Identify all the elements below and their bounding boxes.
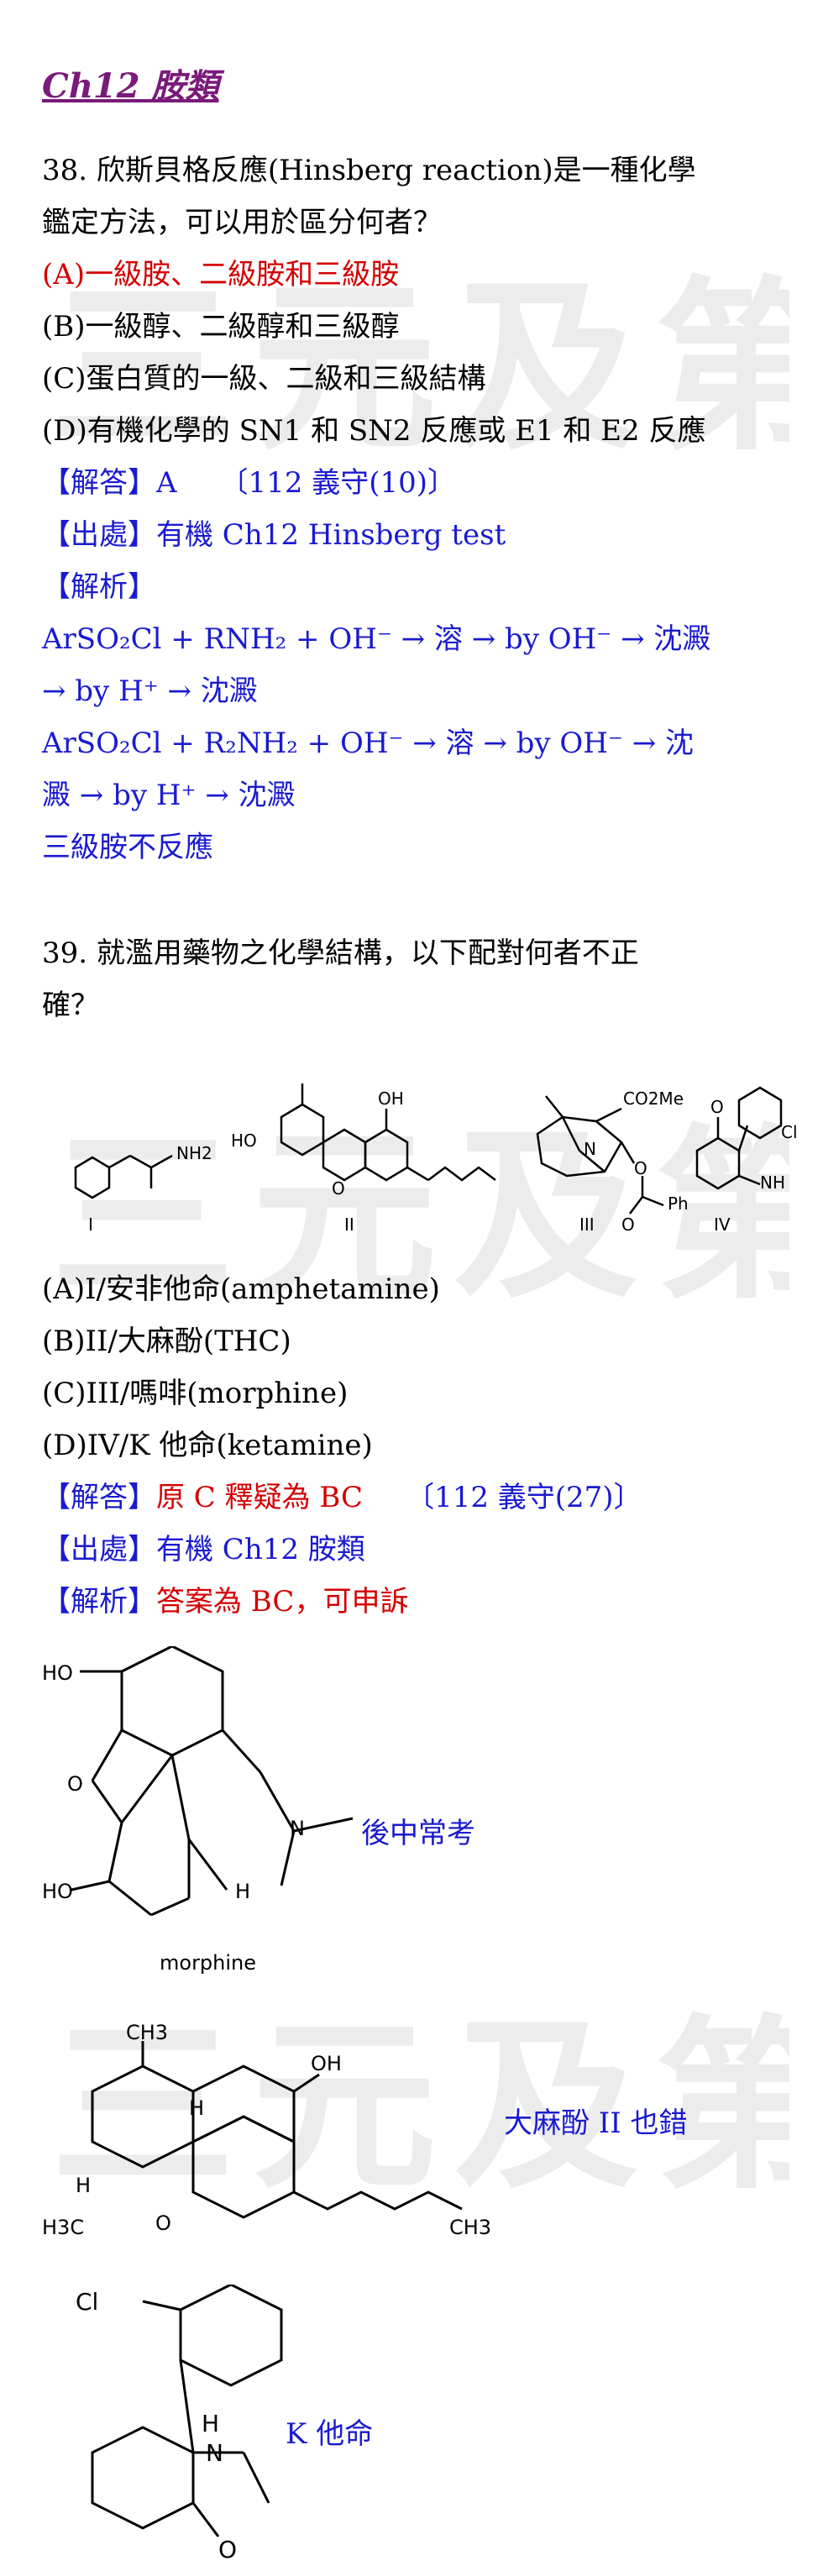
svg-text:Cl: Cl [76,2288,98,2316]
svg-text:Cl: Cl [781,1122,798,1142]
svg-text:N: N [206,2439,223,2467]
watermark: 三元及第 [50,1999,789,2214]
morphine-name: morphine [160,1951,256,1975]
thc-note: 大麻酚 II 也錯 [504,2106,688,2140]
morphine-note: 後中常考 [361,1817,475,1850]
svg-text:O: O [155,2211,171,2235]
q39-stem-line2: 確？ [42,989,99,1022]
struct-label-2: II [344,1215,354,1235]
svg-text:OH: OH [311,2052,342,2075]
svg-text:O: O [67,1772,83,1796]
q39-analysis: 【解析】答案為 BC，可申訴 [42,1581,408,1623]
svg-text:O: O [218,2536,237,2562]
q39-analysis-body: 答案為 BC，可申訴 [156,1585,409,1619]
q38-reaction-1-cont: → by H⁺ → 沈澱 [42,674,258,708]
q39-answer-heading: 【解答】 [42,1481,156,1514]
svg-text:H: H [235,1880,250,1903]
page-title: Ch12 胺類 [42,66,219,106]
svg-text:O: O [332,1178,345,1199]
svg-text:OH: OH [378,1089,404,1109]
svg-text:H: H [76,2174,91,2197]
q39-answer-source: 〔112 義守(27)〕 [420,1481,642,1514]
q38-option-d: (D)有機化學的 SN1 和 SN2 反應或 E1 和 E2 反應 [42,414,706,448]
q39-source: 【出處】有機 Ch12 胺類 [42,1533,365,1566]
struct-label-3: III [579,1215,595,1235]
watermark: 三元及第 [50,1109,789,1324]
struct-label-1: I [88,1215,93,1235]
q38-option-b: (B)一級醇、二級醇和三級醇 [42,310,400,344]
q38-reaction-2-cont: 澱 → by H⁺ → 沈澱 [42,779,296,812]
svg-text:CO2Me: CO2Me [623,1089,684,1109]
svg-text:N: N [290,1817,305,1840]
svg-text:HO: HO [42,1661,73,1685]
q38-answer: 【解答】A 〔112 義守(10)〕 [42,466,457,500]
svg-text:H3C: H3C [42,2216,84,2239]
q39-option-a: (A)I/安非他命(amphetamine) [42,1272,440,1306]
svg-text:NH: NH [760,1173,785,1193]
q39-answer: 【解答】原 C 釋疑為 BC 〔112 義守(27)〕 [42,1477,642,1519]
svg-text:H: H [189,2096,204,2120]
svg-text:HO: HO [42,1880,73,1903]
thc-structure: CH3 OH H H H3C O CH3 [42,2024,491,2239]
q38-analysis-heading: 【解析】 [42,570,156,604]
q39-option-c: (C)III/嗎啡(morphine) [42,1377,349,1410]
svg-text:CH3: CH3 [126,2024,168,2044]
q38-option-c: (C)蛋白質的一級、二級和三級結構 [42,362,486,396]
svg-text:H: H [202,2410,219,2437]
ketamine-structure: Cl H N O [76,2285,283,2562]
ketamine-note: K 他命 [286,2417,374,2451]
q39-option-d: (D)IV/K 他命(ketamine) [42,1429,373,1462]
morphine-structure: HO O N HO H morphine [42,1646,354,1975]
drug-structures-figure: NH2 I HO OH O II N CO2Me O O Ph III O Cl… [74,1083,798,1235]
q39-stem-line1: 39. 就濫用藥物之化學結構，以下配對何者不正 [42,936,639,970]
q39-answer-body: 原 C 釋疑為 BC [156,1481,421,1514]
svg-text:CH3: CH3 [449,2216,491,2239]
q38-stem-line2: 鑑定方法，可以用於區分何者？ [42,206,442,239]
q39-option-b: (B)II/大麻酚(THC) [42,1325,291,1358]
struct-label-4: IV [714,1215,731,1235]
svg-text:N: N [584,1139,596,1159]
q38-reaction-1: ArSO₂Cl + RNH₂ + OH⁻ → 溶 → by OH⁻ → 沈澱 [42,622,711,656]
watermark: 三元及第 [50,260,789,475]
q39-analysis-heading: 【解析】 [42,1585,156,1619]
svg-text:O: O [621,1215,635,1235]
svg-text:NH2: NH2 [176,1143,212,1163]
q38-option-a: (A)一級胺、二級胺和三級胺 [42,258,400,291]
svg-text:Ph: Ph [668,1194,689,1214]
q38-reaction-2: ArSO₂Cl + R₂NH₂ + OH⁻ → 溶 → by OH⁻ → 沈 [42,727,694,760]
q38-tertiary-note: 三級胺不反應 [42,831,213,864]
q38-source: 【出處】有機 Ch12 Hinsberg test [42,518,506,552]
q38-stem-line1: 38. 欣斯貝格反應(Hinsberg reaction)是一種化學 [42,154,696,187]
svg-text:O: O [634,1158,647,1178]
svg-text:HO: HO [231,1131,257,1151]
svg-text:O: O [710,1097,724,1117]
